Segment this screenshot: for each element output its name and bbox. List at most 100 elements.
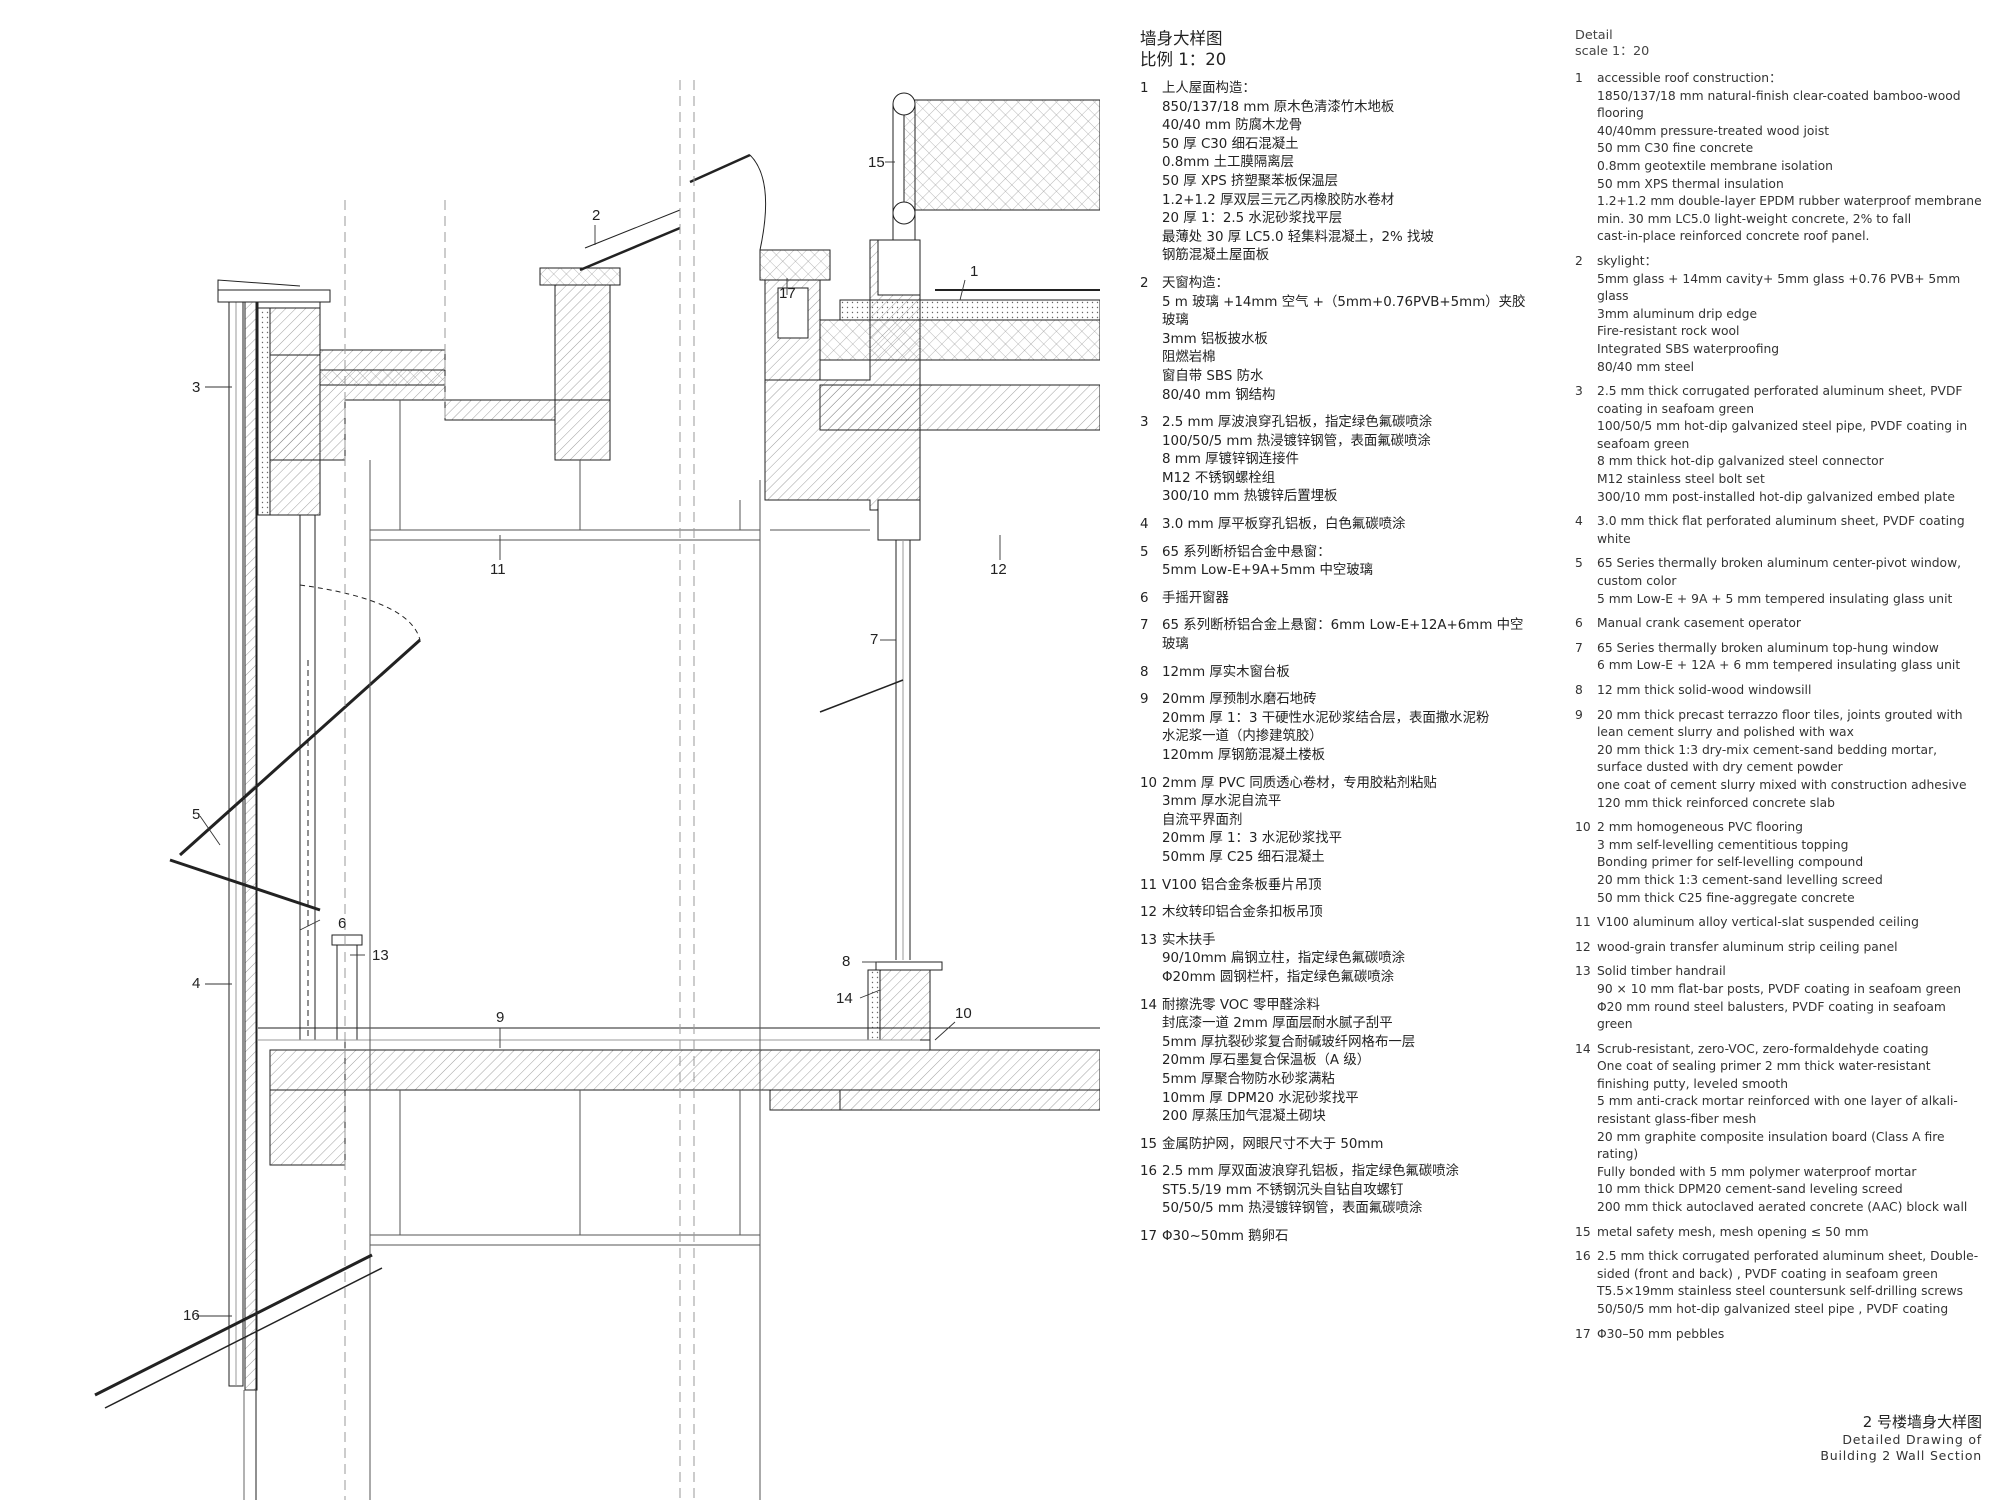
- note-line: Fire-resistant rock wool: [1597, 324, 1740, 339]
- note-text: 2.5 mm 厚波浪穿孔铝板，指定绿色氟碳喷涂 100/50/5 mm 热浸镀锌钢…: [1162, 414, 1560, 507]
- note-line: 3.0 mm thick flat perforated aluminum sh…: [1597, 514, 1965, 529]
- note-line: seafoam green: [1597, 436, 1690, 451]
- note-line: 20 mm thick 1:3 dry-mix cement-sand bedd…: [1597, 742, 1938, 757]
- note-line: 0.8mm 土工膜隔离层: [1162, 155, 1294, 171]
- note-line: 20 厚 1：2.5 水泥砂浆找平层: [1162, 211, 1343, 227]
- callout-15: 15: [868, 154, 885, 171]
- note-line: 3mm 铝板披水板: [1162, 331, 1268, 347]
- note-line: 5mm 厚聚合物防水砂浆满粘: [1162, 1071, 1335, 1087]
- note-text: 金属防护网，网眼尺寸不大于 50mm: [1162, 1136, 1560, 1155]
- note-number: 7: [1575, 640, 1583, 655]
- callout-2: 2: [592, 207, 600, 224]
- note-line: 0.8mm geotextile membrane isolation: [1597, 158, 1833, 173]
- note-number: 10: [1575, 820, 1591, 835]
- skylight-curb-left: [444, 267, 621, 461]
- note-line: 50 mm XPS thermal insulation: [1597, 176, 1784, 191]
- note-line: 10 mm thick DPM20 cement-sand leveling s…: [1597, 1182, 1903, 1197]
- note-line: 10mm 厚 DPM20 水泥砂浆找平: [1162, 1090, 1359, 1106]
- note-line: 65 系列断桥铝合金上悬窗：6mm Low-E+12A+6mm 中空: [1162, 618, 1524, 634]
- note-line: 8 mm 厚镀锌钢连接件: [1162, 452, 1299, 468]
- callout-14: 14: [836, 990, 853, 1007]
- note-line: M12 stainless steel bolt set: [1597, 472, 1765, 487]
- note-line: 20mm 厚 1：3 水泥砂浆找平: [1162, 831, 1343, 847]
- note-line: 20 mm thick 1:3 cement-sand levelling sc…: [1597, 872, 1883, 887]
- note-text: 20 mm thick precast terrazzo floor tiles…: [1597, 707, 1995, 813]
- note-line: 1850/137/18 mm natural-finish clear-coat…: [1597, 88, 1961, 103]
- note-line: Φ20 mm round steel balusters, PVDF coati…: [1597, 999, 1946, 1014]
- note-line: 20mm 厚 1：3 干硬性水泥砂浆结合层，表面撒水泥粉: [1162, 710, 1490, 726]
- note-line: accessible roof construction：: [1597, 71, 1782, 85]
- note-line: 5mm Low-E+9A+5mm 中空玻璃: [1162, 563, 1374, 579]
- note-line: Solid timber handrail: [1597, 964, 1726, 979]
- legend-title-cn: 墙身大样图: [1140, 29, 1223, 48]
- note-line: 上人屋面构造：: [1162, 81, 1256, 96]
- callout-8: 8: [842, 953, 850, 970]
- skylight-curb-right: [759, 249, 831, 381]
- note-line: 3.0 mm 厚平板穿孔铝板，白色氟碳喷涂: [1162, 517, 1406, 533]
- note-number: 14: [1575, 1041, 1591, 1056]
- note-text: V100 aluminum alloy vertical-slat suspen…: [1597, 914, 1995, 932]
- note-line: 40/40mm pressure-treated wood joist: [1597, 123, 1830, 138]
- note-line: 1.2+1.2 厚双层三元乙丙橡胶防水卷材: [1162, 192, 1395, 208]
- note-line: one coat of cement slurry mixed with con…: [1597, 777, 1967, 792]
- note-line: 850/137/18 mm 原木色清漆竹木地板: [1162, 99, 1395, 115]
- note-line: 65 系列断桥铝合金中悬窗：: [1162, 544, 1331, 560]
- note-line: green: [1597, 1017, 1633, 1032]
- note-number: 9: [1575, 707, 1583, 722]
- note-number: 2: [1140, 275, 1149, 291]
- note-item: 14 Scrub-resistant, zero-VOC, zero-formal…: [1575, 1041, 1995, 1217]
- note-text: 上人屋面构造： 850/137/18 mm 原木色清漆竹木地板 40/40 mm 防…: [1162, 80, 1560, 266]
- note-number: 11: [1140, 877, 1158, 893]
- note-line: 2.5 mm thick corrugated perforated alumi…: [1597, 1249, 1979, 1264]
- note-line: 5mm glass + 14mm cavity+ 5mm glass +0.76…: [1597, 271, 1961, 286]
- note-line: ST5.5/19 mm 不锈钢沉头自钻自攻螺钉: [1162, 1182, 1404, 1198]
- callout-10: 10: [955, 1005, 972, 1022]
- note-line: 100/50/5 mm 热浸镀锌钢管，表面氟碳喷涂: [1162, 433, 1431, 449]
- note-number: 17: [1140, 1229, 1158, 1245]
- upper-roof-slab-right: [764, 239, 1100, 541]
- note-number: 1: [1575, 71, 1583, 85]
- note-line: glass: [1597, 289, 1629, 304]
- note-text: 65 系列断桥铝合金中悬窗： 5mm Low-E+9A+5mm 中空玻璃: [1162, 544, 1560, 581]
- note-line: 8 mm thick hot-dip galvanized steel conn…: [1597, 454, 1884, 469]
- note-line: Φ30–50 mm pebbles: [1597, 1326, 1725, 1341]
- note-line: 12 mm thick solid-wood windowsill: [1597, 683, 1812, 697]
- leader-lines: [196, 161, 1001, 1317]
- right-sill-wall: [867, 969, 931, 1041]
- callout-labels: 1 2 3 4 5 6 7 8 9 10 11 12 13 14 15 16 1…: [183, 154, 1007, 1324]
- note-line: Bonding primer for self-levelling compou…: [1597, 855, 1864, 870]
- note-line: 木纹转印铝合金条扣板吊顶: [1162, 905, 1323, 921]
- note-item: 11 V100 aluminum alloy vertical-slat susp…: [1575, 914, 1995, 932]
- note-text: 65 系列断桥铝合金上悬窗：6mm Low-E+12A+6mm 中空玻璃: [1162, 617, 1560, 654]
- note-text: Φ30~50mm 鹅卵石: [1162, 1228, 1560, 1247]
- note-item: 5 65 系列断桥铝合金中悬窗： 5mm Low-E+9A+5mm 中空玻璃: [1140, 544, 1560, 581]
- drawing-caption: 2 号楼墙身大样图 Detailed Drawing of Building 2…: [1820, 1412, 1982, 1464]
- note-number: 11: [1575, 915, 1591, 930]
- note-line: 40/40 mm 防腐木龙骨: [1162, 118, 1303, 134]
- note-line: 2.5 mm 厚波浪穿孔铝板，指定绿色氟碳喷涂: [1162, 415, 1433, 431]
- note-text: 12mm 厚实木窗台板: [1162, 664, 1560, 683]
- note-line: 20 mm graphite composite insulation boar…: [1597, 1129, 1945, 1144]
- wall-section-drawing: 1 2 3 4 5 6 7 8 9 10 11 12 13 14 15 16 1…: [94, 80, 1100, 1500]
- note-line: white: [1597, 531, 1631, 546]
- note-line: resistant glass-fiber mesh: [1597, 1112, 1757, 1127]
- note-line: 80/40 mm 钢结构: [1162, 387, 1276, 403]
- note-line: 200 厚蒸压加气混凝土砌块: [1162, 1109, 1326, 1125]
- note-line: Scrub-resistant, zero-VOC, zero-formalde…: [1597, 1041, 1929, 1056]
- callout-1: 1: [970, 263, 978, 280]
- note-line: 20 mm thick precast terrazzo floor tiles…: [1597, 707, 1963, 722]
- caption-en-line1: Detailed Drawing of: [1842, 1432, 1982, 1447]
- note-number: 5: [1140, 544, 1149, 560]
- note-number: 8: [1575, 683, 1583, 697]
